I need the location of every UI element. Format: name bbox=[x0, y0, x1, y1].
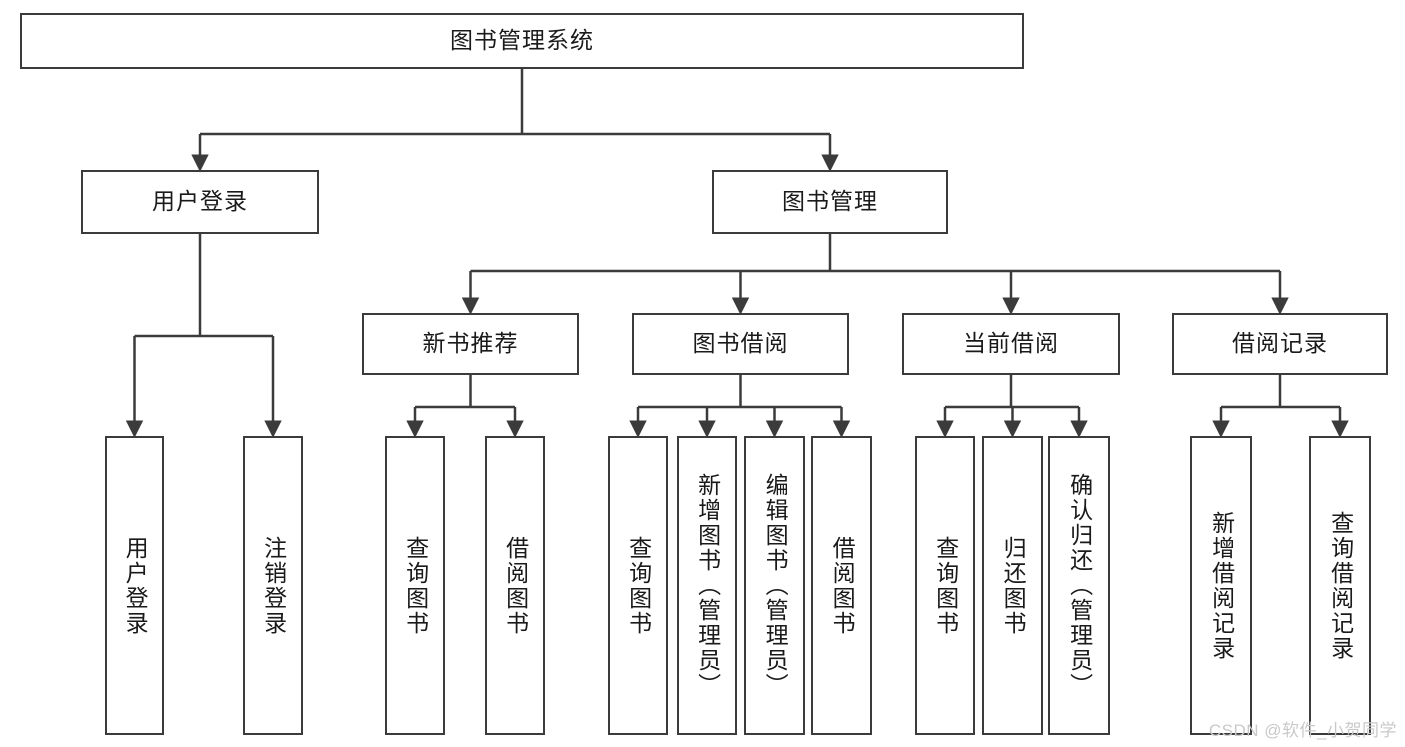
node-l4d3[interactable]: 确认归还（管理员） bbox=[1048, 436, 1110, 735]
node-label: 用户登录 bbox=[152, 188, 248, 215]
node-label: 编辑图书（管理员） bbox=[762, 473, 789, 698]
node-l3c[interactable]: 当前借阅 bbox=[902, 313, 1120, 375]
node-label: 查询图书 bbox=[932, 535, 959, 636]
node-l3d[interactable]: 借阅记录 bbox=[1172, 313, 1388, 375]
node-l3a[interactable]: 新书推荐 bbox=[362, 313, 579, 375]
node-root[interactable]: 图书管理系统 bbox=[20, 13, 1024, 69]
node-l4d2[interactable]: 归还图书 bbox=[982, 436, 1043, 735]
node-l4a2[interactable]: 注销登录 bbox=[243, 436, 303, 735]
node-label: 用户登录 bbox=[122, 535, 149, 636]
node-label: 注销登录 bbox=[260, 535, 287, 636]
node-l3b[interactable]: 图书借阅 bbox=[632, 313, 849, 375]
node-label: 新书推荐 bbox=[422, 330, 519, 357]
node-l2b[interactable]: 图书管理 bbox=[712, 170, 948, 234]
node-l4c4[interactable]: 借阅图书 bbox=[811, 436, 872, 735]
node-l4d1[interactable]: 查询图书 bbox=[915, 436, 975, 735]
node-label: 图书管理 bbox=[782, 188, 878, 215]
node-l4c3[interactable]: 编辑图书（管理员） bbox=[744, 436, 805, 735]
node-l4b2[interactable]: 借阅图书 bbox=[485, 436, 545, 735]
node-label: 图书管理系统 bbox=[450, 27, 594, 54]
node-label: 新增借阅记录 bbox=[1208, 510, 1235, 661]
node-l4c2[interactable]: 新增图书（管理员） bbox=[677, 436, 737, 735]
node-label: 借阅图书 bbox=[829, 535, 856, 636]
node-l4c1[interactable]: 查询图书 bbox=[608, 436, 668, 735]
node-label: 确认归还（管理员） bbox=[1066, 473, 1093, 698]
node-l4e2[interactable]: 查询借阅记录 bbox=[1309, 436, 1371, 735]
node-l4e1[interactable]: 新增借阅记录 bbox=[1190, 436, 1252, 735]
node-label: 当前借阅 bbox=[963, 330, 1059, 357]
node-l4a1[interactable]: 用户登录 bbox=[105, 436, 164, 735]
node-label: 新增图书（管理员） bbox=[694, 473, 721, 698]
node-label: 查询图书 bbox=[402, 535, 429, 636]
node-label: 归还图书 bbox=[1000, 535, 1027, 636]
node-label: 借阅图书 bbox=[502, 535, 529, 636]
node-l4b1[interactable]: 查询图书 bbox=[385, 436, 445, 735]
node-label: 借阅记录 bbox=[1232, 330, 1328, 357]
node-l2a[interactable]: 用户登录 bbox=[81, 170, 319, 234]
node-label: 查询图书 bbox=[625, 535, 652, 636]
node-label: 查询借阅记录 bbox=[1327, 510, 1354, 661]
node-label: 图书借阅 bbox=[692, 330, 789, 357]
